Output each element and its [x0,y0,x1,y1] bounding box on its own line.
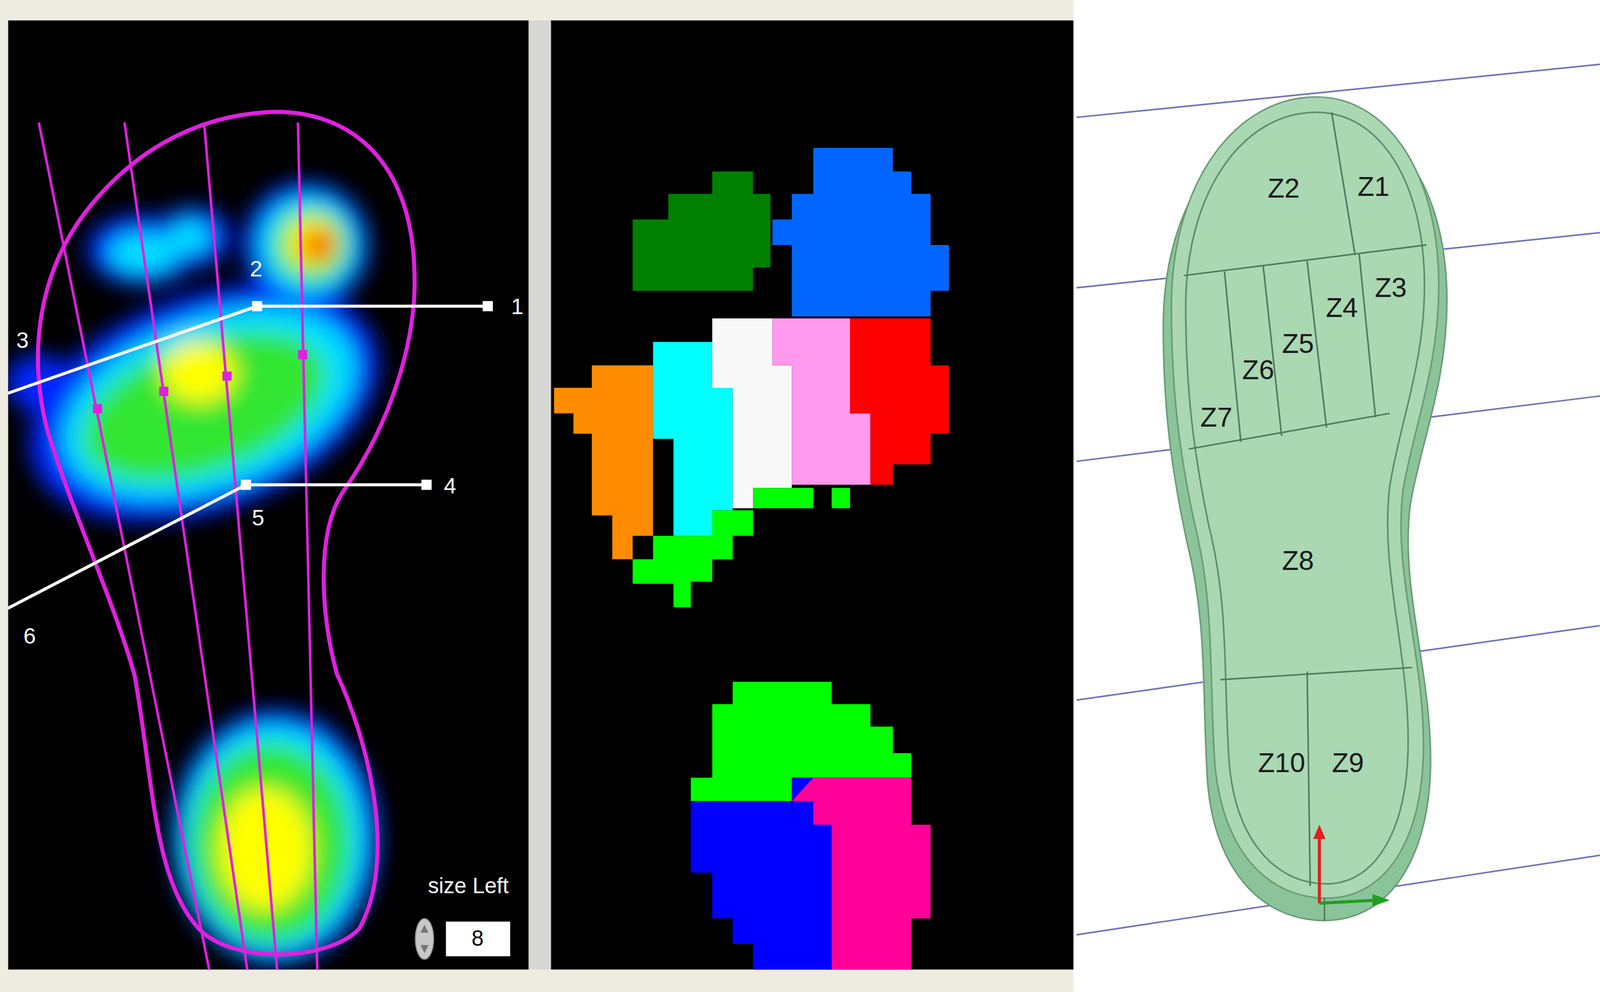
zone-line [1358,254,1376,418]
axis-head [1372,893,1390,906]
size-field [446,921,511,957]
zone-line [1220,667,1413,680]
heat-blob [242,181,370,309]
bottom-strip [0,969,1074,992]
zone-label: Z4 [1325,294,1358,322]
segment [554,365,653,560]
heat-blob [169,219,211,255]
axis-dot [222,371,232,381]
axis-lines [38,122,318,970]
axis-line [38,122,211,970]
segment [849,318,949,485]
zone-label: Z8 [1281,547,1314,575]
insole-inner-edge [1185,112,1425,885]
heat-blob [190,743,351,944]
axis-dot [93,404,103,414]
top-strip [0,0,1074,21]
axis-dot [298,350,308,360]
zone-label: Z10 [1257,749,1306,777]
axis-arrow [1317,831,1321,904]
axis-dot [159,386,169,396]
left-strip [0,20,8,970]
measure-line [257,304,488,308]
heat-green [61,208,350,944]
measure-line [7,306,258,396]
segment [831,487,850,509]
zone-label: Z7 [1200,403,1233,432]
measure-points [241,301,493,491]
callout-number: 5 [251,506,265,529]
heat-blob [286,217,338,269]
heat-blob [274,208,349,283]
segment [690,778,832,970]
heat-blob [35,270,383,536]
zone-label: Z3 [1374,274,1407,302]
axis-line [298,122,318,970]
zone-label: Z2 [1267,174,1300,203]
measure-point [421,479,432,491]
callout-number: 6 [23,624,36,647]
zone-line [1263,266,1282,436]
callout-number: 3 [15,328,29,351]
panel-gap [528,20,551,970]
size-value: 8 [471,927,484,950]
measure-point [251,301,263,312]
heat-blob [218,788,312,911]
size-caption: size Left [427,875,509,897]
spinner-arrows [420,924,429,954]
measure-point [482,301,493,312]
zone-label: Z5 [1281,330,1314,358]
insole-top [1171,97,1439,899]
segment [791,778,931,970]
zone-line [1331,112,1355,256]
zone-label: Z1 [1357,173,1390,201]
heat-blob [311,234,334,258]
measure-lines [7,306,488,613]
heat-blob [299,227,335,263]
segment [632,171,771,291]
segment-panel [551,20,1074,970]
axis-arrow [1319,900,1378,904]
zone-line [1306,671,1310,886]
axis-triad [1313,824,1390,907]
callout-number: 4 [443,474,457,497]
zone-line [1183,245,1427,276]
heat-blob [171,709,380,965]
heat-blue [7,181,412,965]
heat-blob [259,195,358,295]
measure-point [241,479,252,491]
zone-label: Z9 [1332,749,1365,777]
insole-model [1163,97,1447,921]
heat-cyan [35,195,383,954]
guide-lines [1076,64,1600,936]
axis-line [124,122,248,970]
measure-line [7,484,246,613]
segment [772,147,949,317]
measure-line [246,483,427,487]
plantar-segments [554,147,949,970]
zone-label: Z6 [1242,356,1275,384]
spinner-icon [415,918,434,960]
axis-line [203,122,278,970]
axis-head [1313,824,1326,840]
pressure-heatmap [7,111,511,970]
axis-dots [93,350,308,414]
heat-blobs [7,181,412,965]
zone-lines [1183,112,1427,921]
callout-number: 1 [511,294,524,318]
callout-number: 2 [250,257,263,280]
